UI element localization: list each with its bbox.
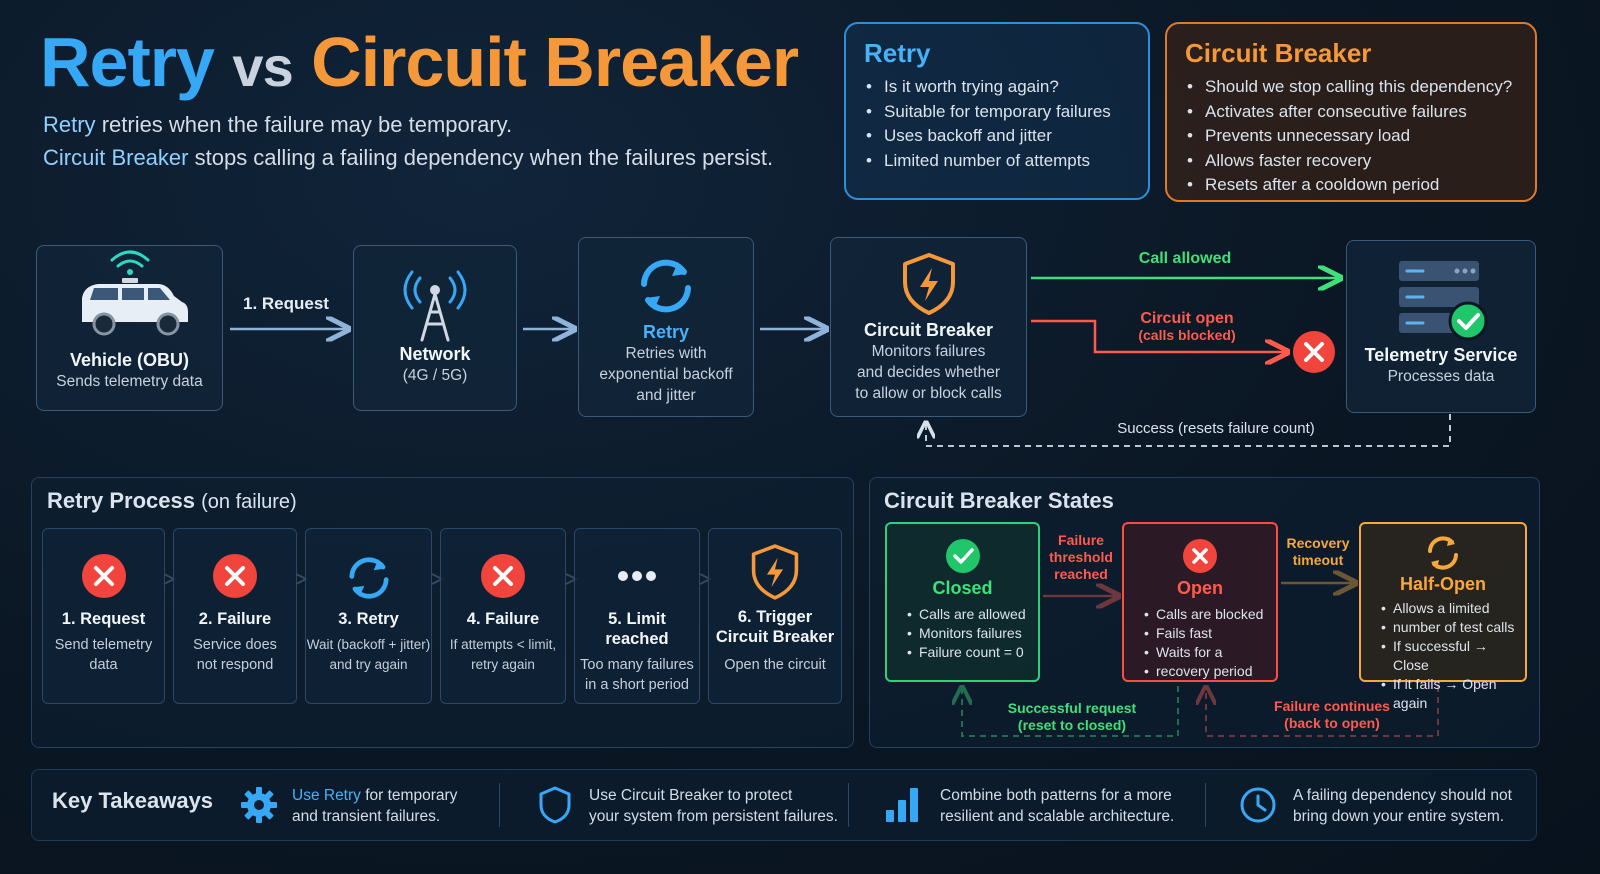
takeaway-retry: Use Retry for temporary and transient fa… xyxy=(292,787,458,825)
shield-bolt-icon xyxy=(751,544,799,600)
check-circle-icon xyxy=(945,539,980,573)
refresh-icon xyxy=(348,557,389,599)
cycle-icon xyxy=(1428,536,1458,570)
blocked-x-icon xyxy=(1293,331,1335,373)
clock-icon xyxy=(1240,787,1276,823)
state-open: Open Calls are blocked Fails fast Waits … xyxy=(1122,522,1278,682)
takeaways-title: Key Takeaways xyxy=(52,788,214,813)
arrow-circuit-open xyxy=(1031,319,1285,352)
threshold-label: Failure threshold reached xyxy=(1049,532,1113,582)
retry-step-failure-2: 4. Failure If attempts < limit,retry aga… xyxy=(440,528,566,704)
shield-icon xyxy=(539,786,571,824)
takeaway-combine: Combine both patterns for a more resilie… xyxy=(940,787,1175,825)
server-check-icon xyxy=(1399,261,1488,341)
more-dots-icon xyxy=(618,571,656,581)
failure-continues-label: Failure continues (back to open) xyxy=(1274,698,1390,731)
success-reset-label: Success (resets failure count) xyxy=(1117,420,1315,437)
circuit-breaker-info-list: Should we stop calling this dependency? … xyxy=(1185,75,1517,198)
arrow-success-return xyxy=(926,414,1451,447)
circuit-breaker-node: Circuit Breaker Monitors failures and de… xyxy=(830,237,1027,417)
request-label: 1. Request xyxy=(243,294,329,313)
error-x-icon xyxy=(81,554,126,598)
error-x-icon xyxy=(213,554,257,598)
antenna-icon xyxy=(403,270,467,342)
gear-icon xyxy=(241,787,277,823)
call-allowed-label: Call allowed xyxy=(1138,250,1232,267)
vehicle-node: Vehicle (OBU) Sends telemetry data xyxy=(36,245,223,411)
takeaway-circuit-breaker: Use Circuit Breaker to protect your syst… xyxy=(589,787,838,825)
bar-chart-icon xyxy=(886,788,918,822)
takeaways-bar xyxy=(31,769,1537,841)
shield-bolt-icon xyxy=(902,253,955,315)
subtitle: Retry retries when the failure may be te… xyxy=(43,112,774,170)
state-closed: Closed Calls are allowed Monitors failur… xyxy=(885,522,1040,682)
divider xyxy=(848,783,849,827)
successful-request-label: Successful request (reset to closed) xyxy=(1007,700,1137,733)
circuit-breaker-info-box: Circuit Breaker Should we stop calling t… xyxy=(1165,22,1537,202)
takeaway-resilience: A failing dependency should not bring do… xyxy=(1293,787,1512,825)
error-x-icon xyxy=(481,554,525,598)
retry-step-retry: 3. Retry Wait (backoff + jitter)and try … xyxy=(305,528,432,704)
vehicle-icon xyxy=(81,250,188,336)
network-node: Network (4G / 5G) xyxy=(353,245,517,411)
error-x-icon xyxy=(1183,539,1217,573)
retry-node: Retry Retries with exponential backoff a… xyxy=(578,237,754,417)
circuit-open-label: Circuit open (calls blocked) xyxy=(1138,310,1236,343)
states-title: Circuit Breaker States xyxy=(884,488,1114,513)
retry-info-box: Retry Is it worth trying again? Suitable… xyxy=(844,22,1150,200)
retry-step-trigger: 6. Trigger Circuit Breaker Open the circ… xyxy=(708,528,842,704)
refresh-icon xyxy=(641,259,691,313)
recovery-timeout-label: Recovery timeout xyxy=(1286,535,1350,568)
divider xyxy=(499,783,500,827)
retry-process-title: Retry Process (on failure) xyxy=(47,488,297,513)
page-title: Retry vs Circuit Breaker xyxy=(40,23,799,101)
divider xyxy=(1205,783,1206,827)
telemetry-service-node: Telemetry Service Processes data xyxy=(1346,240,1536,413)
retry-info-list: Is it worth trying again? Suitable for t… xyxy=(864,75,1130,173)
state-half-open: Half-Open Allows a limited number of tes… xyxy=(1359,522,1527,711)
